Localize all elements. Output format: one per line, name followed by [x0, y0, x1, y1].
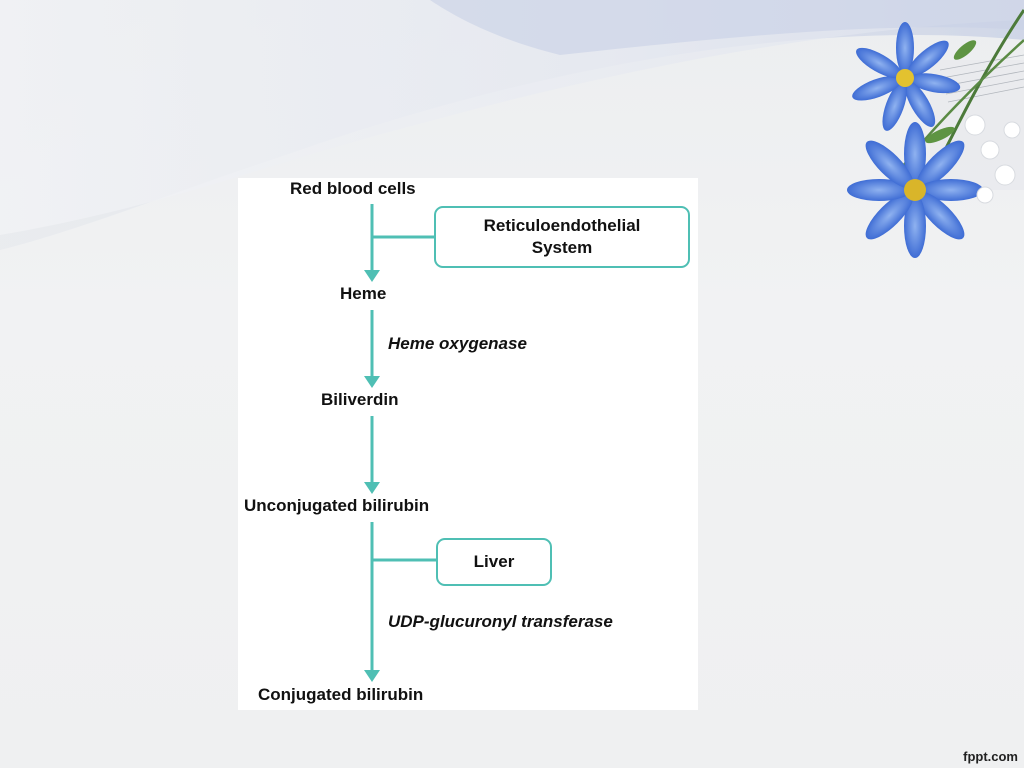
box-liver-label: Liver — [473, 552, 515, 571]
node-biliverdin: Biliverdin — [321, 390, 399, 409]
node-heme: Heme — [340, 284, 387, 303]
blue-flowers-corner-icon — [847, 9, 1024, 258]
arrowhead-unconjugated — [364, 482, 380, 494]
bilirubin-pathway-diagram: Red blood cells Reticuloendothelial Syst… — [238, 178, 698, 710]
background-swoosh-light — [0, 0, 1024, 235]
enzyme-udp-glucuronyl-transferase: UDP-glucuronyl transferase — [388, 612, 613, 631]
node-red-blood-cells: Red blood cells — [290, 179, 416, 198]
node-conjugated-bilirubin: Conjugated bilirubin — [258, 685, 424, 704]
box-liver: Liver — [436, 538, 552, 586]
arrowhead-conjugated — [364, 670, 380, 682]
box-reticuloendothelial-system: Reticuloendothelial System — [434, 206, 690, 268]
footer-brand: fppt.com — [963, 749, 1018, 764]
box-reticuloendothelial-line1: Reticuloendothelial — [483, 216, 641, 235]
enzyme-heme-oxygenase: Heme oxygenase — [388, 334, 527, 353]
arrowhead-heme — [364, 270, 380, 282]
pathway-arrows — [364, 204, 436, 682]
node-unconjugated-bilirubin: Unconjugated bilirubin — [244, 496, 430, 515]
arrowhead-biliverdin — [364, 376, 380, 388]
box-reticuloendothelial-line2: System — [531, 238, 593, 257]
background-swoosh-top — [430, 0, 1024, 55]
